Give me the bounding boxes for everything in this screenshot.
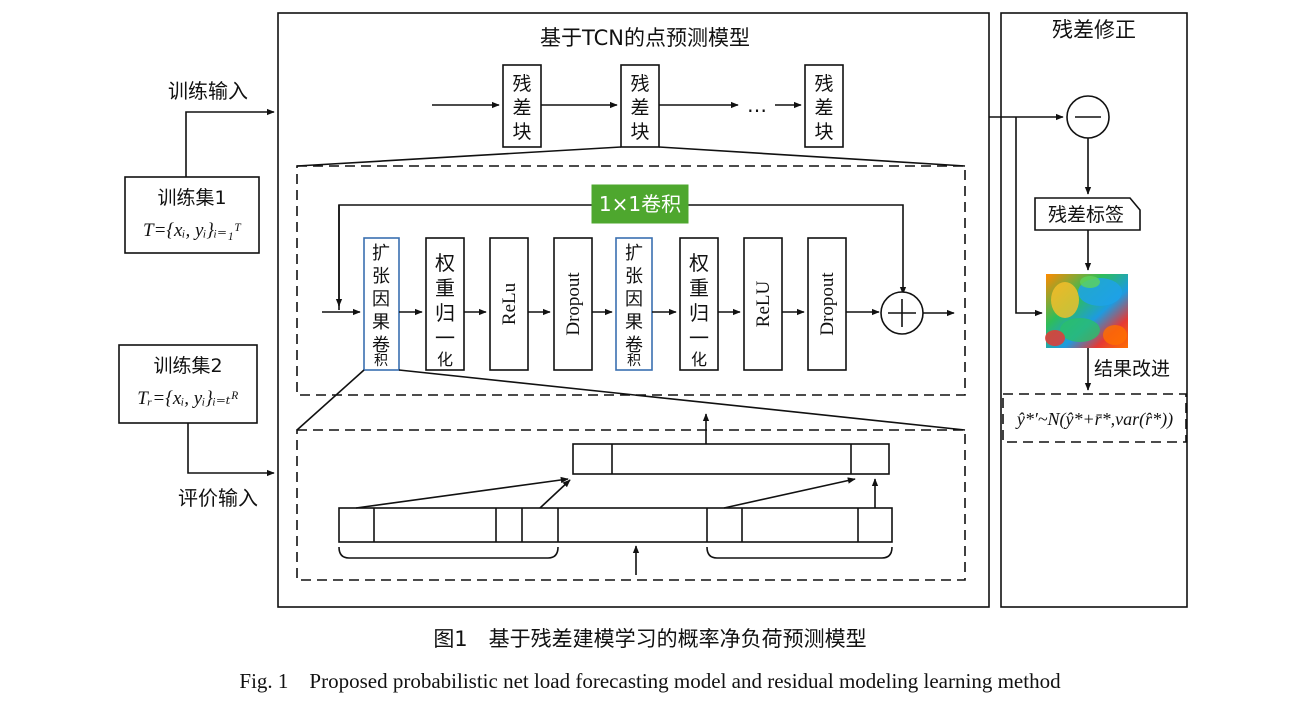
dilated-causal-conv-2-label: 扩张因果卷积 <box>625 243 643 369</box>
training-set-2-formula: Tᵣ={xᵢ, yᵢ}ᵢ₌ₜᴿ <box>137 388 239 409</box>
zoom-dconv-right <box>398 369 966 431</box>
tcn-output-to-heatmap <box>1015 117 1043 317</box>
training-set-2-label: 训练集2 <box>153 355 222 377</box>
tcn-model-title: 基于TCN的点预测模型 <box>540 26 750 50</box>
residual-block-1 <box>502 64 542 148</box>
input-sequence-bar <box>338 507 893 543</box>
chain-ellipsis: … <box>747 93 767 117</box>
training-set-1-box <box>124 176 260 254</box>
eval-input-arrow <box>187 423 275 477</box>
weight-norm-1 <box>425 237 465 371</box>
dropout-2-label: Dropout <box>817 272 838 336</box>
zoom-line-right <box>658 146 966 167</box>
residual-block-2-label: 残差块 <box>630 73 649 143</box>
dilated-causal-conv-1-label: 扩张因果卷积 <box>372 243 390 369</box>
conv-1x1-label: 1×1卷积 <box>599 192 681 216</box>
weight-norm-2-label: 权重归一化 <box>689 251 709 369</box>
relu-1 <box>489 237 529 371</box>
dilation-arrow-1 <box>355 476 569 509</box>
train-input-label: 训练输入 <box>168 79 248 103</box>
residual-block-n <box>804 64 844 148</box>
result-improve-label: 结果改进 <box>1094 358 1170 380</box>
zoom-line-left <box>296 146 622 167</box>
relu-2 <box>743 237 783 371</box>
output-distribution-frame <box>1002 393 1187 443</box>
relu-2-label: ReLU <box>753 281 774 328</box>
conv-1x1-box <box>591 184 689 224</box>
output-sequence-bar <box>572 443 890 475</box>
weight-norm-1-label: 权重归一化 <box>435 251 455 369</box>
residual-correction-frame <box>1000 12 1188 608</box>
input-brace-left <box>338 546 559 559</box>
tcn-model-frame <box>277 12 990 608</box>
eval-input-label: 评价输入 <box>178 486 258 510</box>
figure-caption-zh: 图1 基于残差建模学习的概率净负荷预测模型 <box>433 627 866 651</box>
residual-heatmap-image <box>1045 274 1128 348</box>
skip-arrow-to-add <box>688 204 907 295</box>
training-set-1-formula: T={xᵢ, yᵢ}ᵢ₌₁ᵀ <box>143 220 242 241</box>
output-distribution-formula: ŷ*′~N(ŷ*+r̄*,var(r̂*)) <box>1015 409 1173 430</box>
weight-norm-2 <box>679 237 719 371</box>
dilation-arrow-2 <box>539 479 571 509</box>
residual-block-1-label: 残差块 <box>512 73 531 143</box>
relu-1-label: ReLu <box>499 282 520 325</box>
training-set-1-label: 训练集1 <box>157 187 226 209</box>
dilated-causal-conv-2 <box>615 237 653 371</box>
residual-block-2 <box>620 64 660 148</box>
residual-label-box <box>1034 197 1141 231</box>
train-input-arrow <box>185 108 275 177</box>
dilation-arrow-3 <box>723 477 856 509</box>
dropout-2 <box>807 237 847 371</box>
residual-label-text: 残差标签 <box>1048 204 1124 226</box>
dropout-1 <box>553 237 593 371</box>
residual-correction-title: 残差修正 <box>1052 18 1136 42</box>
zoom-dconv-left <box>296 369 365 431</box>
dropout-1-label: Dropout <box>563 272 584 336</box>
dilated-conv-detail-frame <box>296 429 966 581</box>
residual-block-n-label: 残差块 <box>814 73 833 143</box>
input-brace-right <box>706 546 893 559</box>
figure-caption-en: Fig. 1 Proposed probabilistic net load f… <box>239 669 1061 693</box>
dilated-causal-conv-1 <box>363 237 400 371</box>
